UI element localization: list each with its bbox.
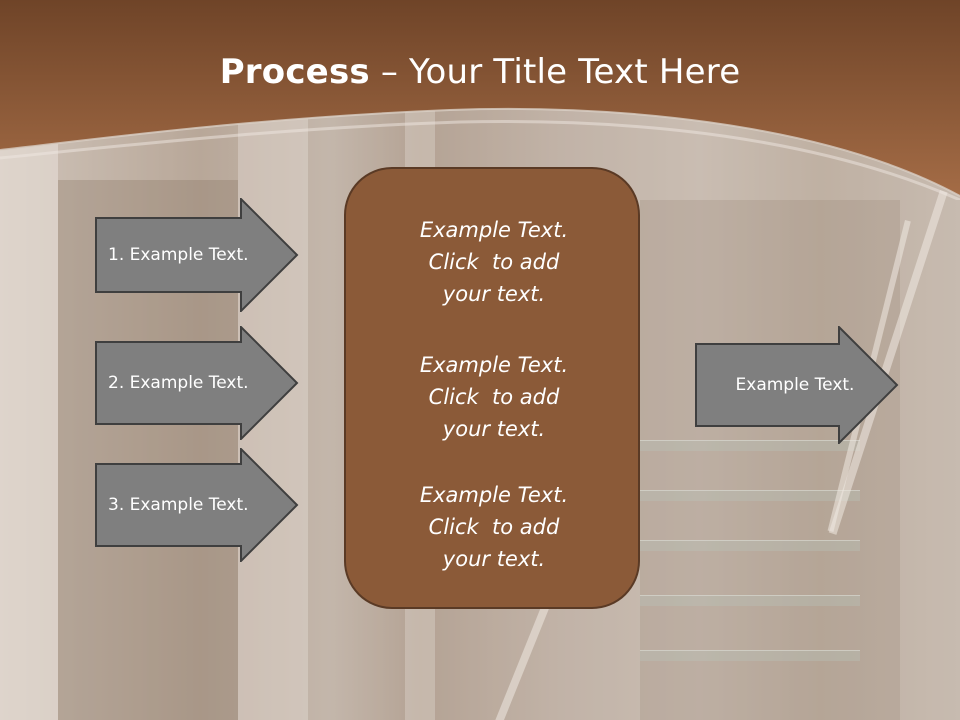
result-arrow-label: Example Text. [735,375,855,395]
title-rest: – Your Title Text Here [369,52,741,92]
text-line: Click to add [428,515,560,539]
process-arrow-2[interactable]: 2. Example Text. [95,326,299,440]
process-arrow-1[interactable]: 1. Example Text. [95,198,299,312]
glass-step [640,440,860,451]
process-arrow-label: 1. Example Text. [108,245,249,265]
text-block-3: Example Text. Click to add your text. [346,479,642,575]
slide-title: Process – Your Title Text Here [0,52,960,92]
process-arrow-label: 2. Example Text. [108,373,249,393]
text-block-1: Example Text. Click to add your text. [346,214,642,310]
text-line: Example Text. [419,218,569,242]
glass-step [640,540,860,551]
text-line: your text. [442,282,546,306]
process-arrow-3[interactable]: 3. Example Text. [95,448,299,562]
text-line: your text. [442,547,546,571]
text-line: Click to add [428,250,560,274]
text-block-2: Example Text. Click to add your text. [346,349,642,445]
text-line: Click to add [428,385,560,409]
glass-step [640,650,860,661]
arrow-right-icon [95,448,299,562]
text-line: Example Text. [419,353,569,377]
glass-step [640,595,860,606]
result-arrow[interactable]: Example Text. [695,326,899,444]
header-band [0,0,960,200]
arrow-right-icon [695,326,899,444]
glass-step [640,490,860,501]
center-text-box[interactable]: Example Text. Click to add your text. Ex… [344,167,640,609]
process-arrow-label: 3. Example Text. [108,495,249,515]
arrow-right-icon [95,198,299,312]
text-line: your text. [442,417,546,441]
title-bold: Process [219,52,370,92]
arrow-right-icon [95,326,299,440]
text-line: Example Text. [419,483,569,507]
